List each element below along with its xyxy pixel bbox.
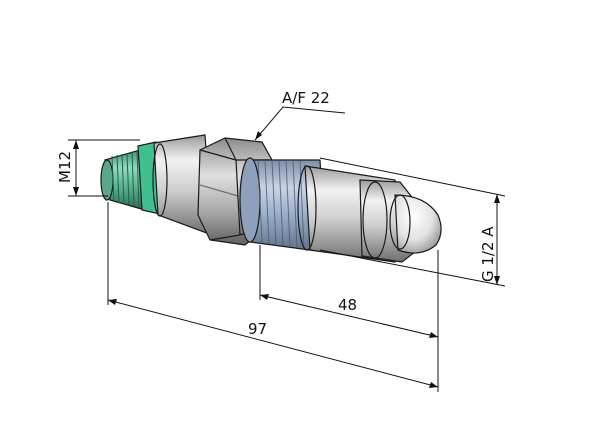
length-partial-label: 48 — [338, 296, 357, 314]
rounded-tip — [394, 194, 442, 254]
left-thread-stud — [100, 149, 146, 211]
thread-left-label: M12 — [56, 151, 74, 183]
length-overall-label: 97 — [248, 320, 267, 338]
across-flats-label: A/F 22 — [282, 89, 330, 107]
thread-right-label: G 1/2 A — [479, 226, 497, 282]
dimensions: M12 A/F 22 G 1/2 A 48 97 — [56, 89, 506, 392]
fitting-part — [100, 134, 442, 263]
